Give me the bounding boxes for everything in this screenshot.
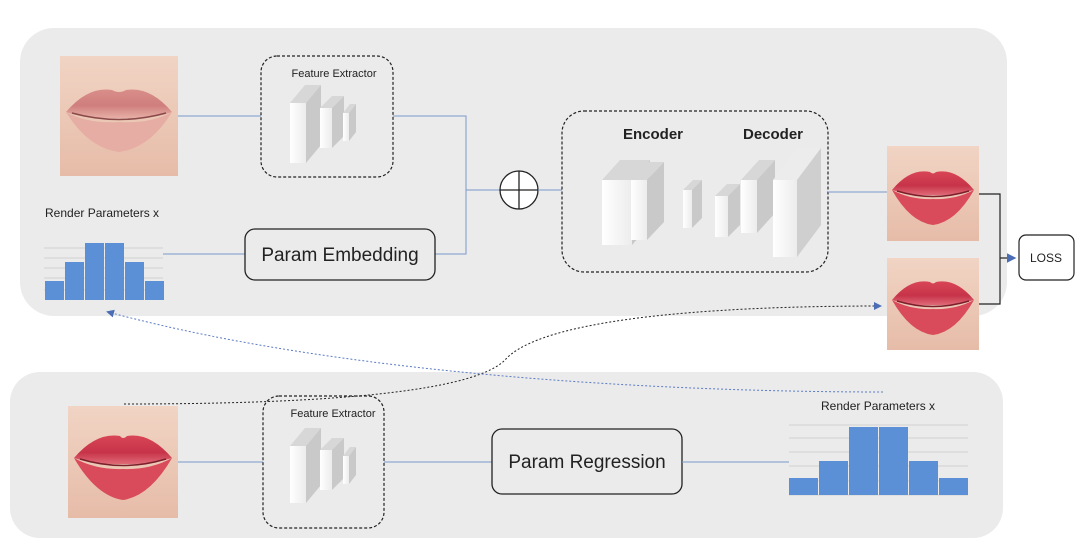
- target-lip-photo: [887, 258, 979, 350]
- render-params-bottom-label: Render Parameters x: [821, 399, 935, 413]
- loss-box: LOSS: [1018, 234, 1075, 281]
- feature-extractor-bottom-label: Feature Extractor: [291, 408, 376, 420]
- connector-outputs-to-loss: [979, 193, 1001, 305]
- render-params-bottom-bar-4: [879, 427, 908, 495]
- regression-input-lip-photo: [68, 406, 178, 518]
- render-params-bottom-bar-6: [939, 478, 968, 495]
- render-params-top-bar-4: [105, 243, 124, 300]
- render-params-top-bar-2: [65, 262, 84, 300]
- encoder-decoder-block: Encoder Decoder: [561, 110, 829, 273]
- render-params-bottom-bar-3: [849, 427, 878, 495]
- param-embedding-label: Param Embedding: [261, 245, 418, 266]
- concat-plus-node: [499, 170, 539, 210]
- feature-extractor-top: Feature Extractor: [260, 55, 394, 178]
- connector-embedding-to-sum: [435, 190, 467, 255]
- render-params-bottom-bar-5: [909, 461, 938, 495]
- render-params-top-histogram: [44, 243, 164, 300]
- param-embedding-box: Param Embedding: [244, 228, 436, 281]
- connector-extractor-to-sum: [393, 115, 500, 191]
- render-params-bottom-bar-2: [819, 461, 848, 495]
- render-params-top-bar-6: [145, 281, 164, 300]
- input-lip-photo: [60, 56, 178, 176]
- render-params-bottom-histogram: [789, 424, 968, 496]
- render-params-top-label: Render Parameters x: [45, 206, 159, 220]
- dotted-link-regressed-params-to-render-params: [106, 309, 884, 393]
- loss-label: LOSS: [1030, 251, 1062, 265]
- render-params-top-bar-5: [125, 262, 144, 300]
- feature-extractor-top-label: Feature Extractor: [292, 68, 377, 80]
- decoder-label: Decoder: [743, 126, 803, 143]
- param-regression-box: Param Regression: [491, 428, 683, 495]
- dotted-link-input-to-target: [123, 302, 882, 405]
- render-params-top-bar-1: [45, 281, 64, 300]
- rendered-lip-output: [887, 146, 979, 241]
- render-params-bottom-bar-1: [789, 478, 818, 495]
- render-params-top-bar-3: [85, 243, 104, 300]
- encoder-label: Encoder: [623, 126, 683, 143]
- param-regression-label: Param Regression: [508, 452, 665, 473]
- feature-extractor-bottom: Feature Extractor: [262, 395, 385, 529]
